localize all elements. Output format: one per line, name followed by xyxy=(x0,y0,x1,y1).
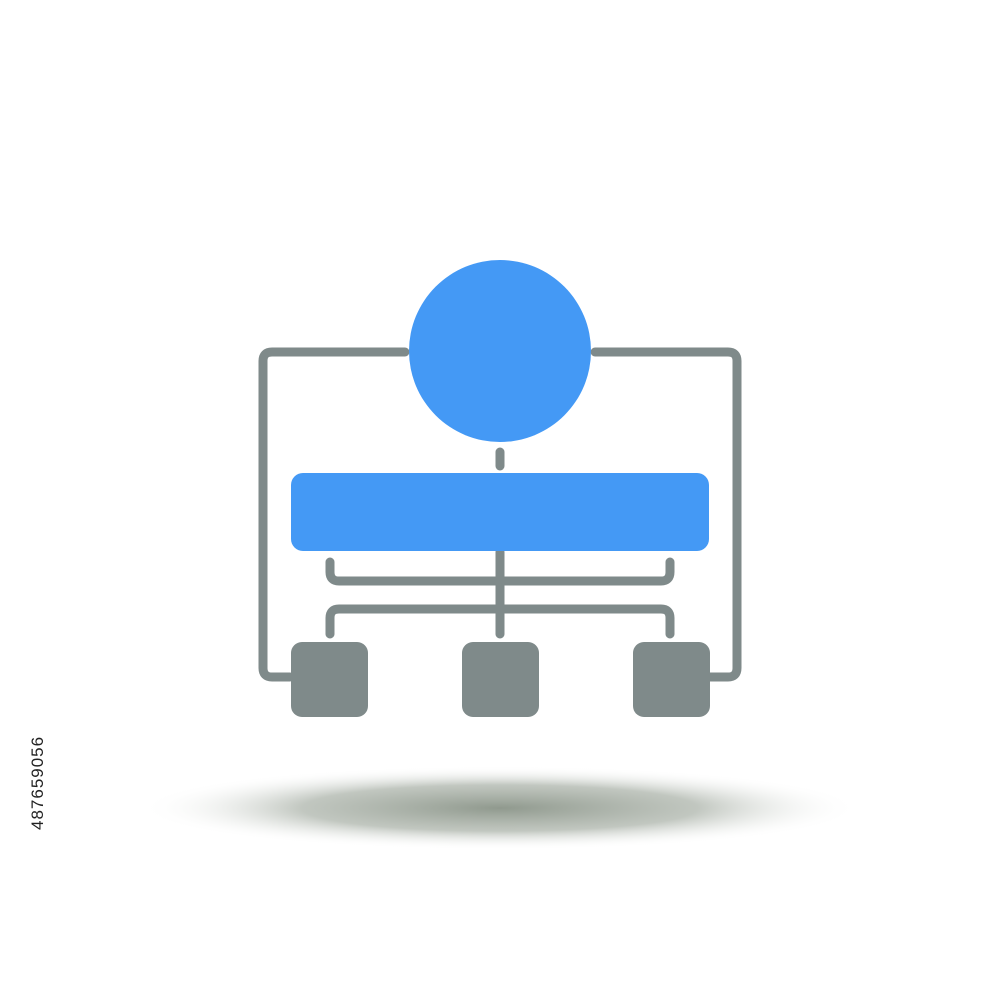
top-circle-node xyxy=(409,260,591,442)
child-square-node-left xyxy=(291,642,368,717)
floor-shadow xyxy=(140,766,860,850)
lower-branch-connector xyxy=(325,604,675,639)
connector-lines xyxy=(258,347,742,682)
child-square-node-right xyxy=(633,642,710,717)
upper-branch-connector xyxy=(325,557,675,586)
left-bracket-connector xyxy=(258,347,410,682)
right-bracket-connector xyxy=(590,347,742,682)
stock-id-label: 487659056 xyxy=(28,735,47,830)
horizontal-bar-node xyxy=(291,473,709,551)
child-square-node-center xyxy=(462,642,539,717)
